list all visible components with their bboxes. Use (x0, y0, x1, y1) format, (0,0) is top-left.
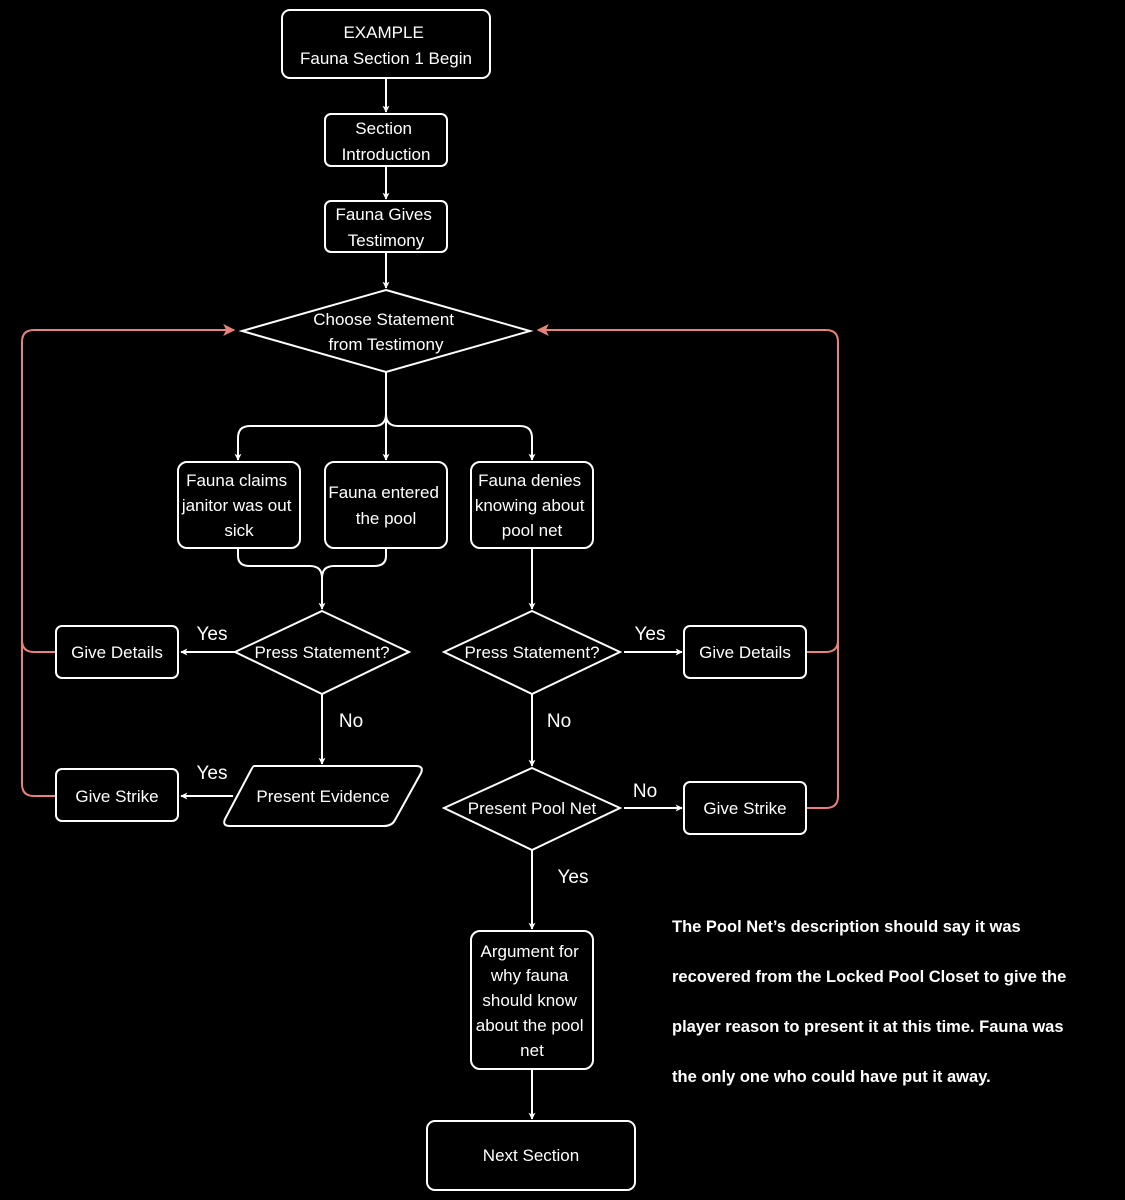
design-note-line-4: the only one who could have put it away. (672, 1068, 991, 1086)
node-details-left-box (55, 625, 179, 679)
node-stmt-pool-box (324, 461, 448, 549)
node-intro-label: Section Introduction (342, 119, 431, 164)
node-evidence-label: Present Evidence (256, 787, 389, 806)
edge-label-press-left-yes: Yes (197, 624, 228, 645)
node-strike-right-label: Give Strike (703, 799, 786, 818)
node-argument-line-4: about the pool (476, 1016, 584, 1035)
node-stmt-pool-line-1: Fauna entered (328, 483, 439, 502)
node-choose-label: Choose Statement from Testimony (313, 310, 459, 354)
design-note-line-3: player reason to present it at this time… (672, 1018, 1064, 1036)
edge-label-press-right-yes: Yes (635, 624, 666, 645)
node-next-label: Next Section (483, 1146, 579, 1165)
edge-label-present-net-yes: Yes (558, 867, 589, 888)
edge-choose-to-janitor (234, 372, 387, 461)
node-start-line-1: EXAMPLE (343, 23, 423, 42)
node-start-line-2: Fauna Section 1 Begin (300, 49, 472, 68)
node-intro-line-2: Introduction (342, 145, 431, 164)
design-note-line-1: The Pool Net’s description should say it… (672, 918, 1021, 936)
edge-label-present-net-no: No (633, 781, 657, 802)
edge-label-press-left-no: No (339, 711, 363, 732)
node-next-box (426, 1120, 636, 1191)
edge-pool-to-press-left (321, 548, 387, 579)
node-argument-line-1: Argument for (481, 942, 580, 961)
node-stmt-net-line-3: pool net (502, 521, 563, 540)
edge-label-evidence-yes: Yes (197, 763, 228, 784)
node-stmt-janitor-line-2: janitor was out (181, 496, 292, 515)
node-stmt-janitor-label: Fauna claims janitor was out sick (181, 471, 296, 540)
node-stmt-janitor-line-3: sick (224, 521, 254, 540)
node-details-left-label: Give Details (71, 643, 163, 662)
node-press-right-label: Press Statement? (464, 643, 599, 662)
node-start-box (281, 9, 491, 79)
node-testimony-line-2: Testimony (348, 231, 425, 250)
node-strike-right-box (683, 781, 807, 835)
node-stmt-net-line-1: Fauna denies (478, 471, 581, 490)
loop-edge-strike-left (21, 640, 56, 797)
design-note: The Pool Net’s description should say it… (672, 902, 1112, 1102)
node-stmt-pool-label: Fauna entered the pool (328, 483, 443, 528)
node-testimony-line-1: Fauna Gives (335, 205, 431, 224)
loop-edge-details-right (536, 324, 839, 653)
node-choose-diamond (238, 288, 534, 374)
node-evidence-parallelogram (223, 765, 423, 827)
node-strike-left-box (55, 768, 179, 822)
node-stmt-janitor-box (177, 461, 301, 549)
node-choose-line-2: from Testimony (329, 335, 444, 354)
node-argument-line-5: net (520, 1041, 544, 1060)
node-stmt-pool-line-2: the pool (356, 509, 417, 528)
node-press-right-diamond (441, 609, 623, 696)
node-argument-line-2: why fauna (490, 966, 569, 985)
node-argument-label: Argument for why fauna should know about… (476, 942, 589, 1060)
node-press-left-label: Press Statement? (254, 643, 389, 662)
node-intro-line-1: Section (355, 119, 412, 138)
edge-choose-to-net (385, 413, 536, 461)
node-details-right-box (683, 625, 807, 679)
node-intro-box (324, 113, 448, 167)
node-present-net-label: Present Pool Net (468, 799, 597, 818)
node-strike-left-label: Give Strike (75, 787, 158, 806)
node-stmt-net-line-2: knowing about (475, 496, 585, 515)
node-testimony-box (324, 200, 448, 253)
edge-label-press-right-no: No (547, 711, 571, 732)
node-testimony-label: Fauna Gives Testimony (335, 205, 436, 250)
node-stmt-janitor-line-1: Fauna claims (186, 471, 287, 490)
node-choose-line-1: Choose Statement (313, 310, 454, 329)
node-argument-line-3: should know (482, 991, 577, 1010)
node-start-label: EXAMPLE Fauna Section 1 Begin (300, 23, 472, 68)
node-details-right-label: Give Details (699, 643, 791, 662)
node-stmt-net-box (470, 461, 594, 549)
loop-edge-strike-right (806, 640, 839, 809)
node-stmt-net-label: Fauna denies knowing about pool net (475, 471, 589, 540)
loop-edge-details-left (21, 324, 236, 653)
node-press-left-diamond (232, 609, 412, 696)
node-present-net-diamond (441, 766, 623, 852)
edge-janitor-to-press-left (237, 548, 326, 610)
design-note-line-2: recovered from the Locked Pool Closet to… (672, 968, 1067, 986)
node-argument-box (470, 930, 594, 1070)
